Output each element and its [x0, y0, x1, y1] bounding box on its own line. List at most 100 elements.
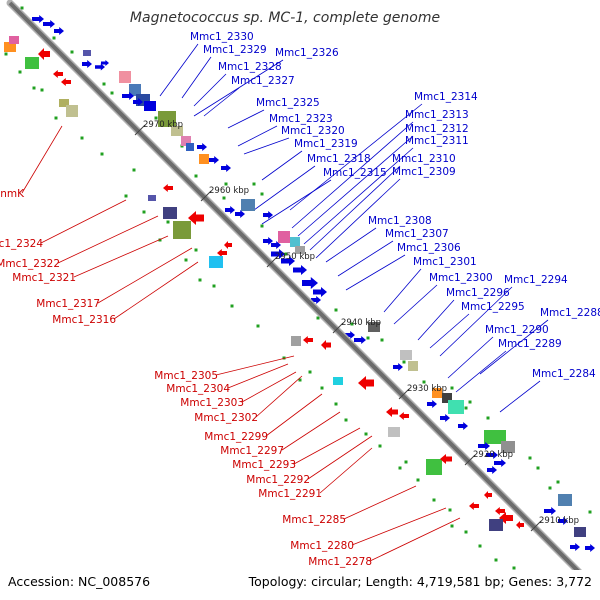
gene-arrow: [235, 210, 245, 218]
forward-gene-label: Mmc1_2308: [368, 215, 432, 227]
feature-dot: [588, 510, 592, 514]
gene-arrow: [43, 20, 55, 28]
gene-arrow: [38, 48, 50, 60]
feature-dot: [100, 152, 104, 156]
gene-arrow: [32, 15, 44, 23]
feature-dot: [494, 558, 498, 562]
gene-arrow: [494, 459, 506, 467]
gene-arrow: [478, 442, 490, 450]
gene-arrow: [61, 78, 71, 86]
feature-dot: [350, 322, 354, 326]
reverse-gene-label: Mmc1_2324: [0, 238, 43, 250]
reverse-leader: [293, 427, 361, 465]
gene-block: [59, 99, 69, 107]
tick-label: 2960 kbp: [209, 186, 249, 196]
reverse-gene-label: Mmc1_2321: [12, 272, 76, 284]
feature-dot: [432, 498, 436, 502]
feature-dot: [366, 336, 370, 340]
gene-block: [368, 322, 380, 332]
feature-dot: [284, 252, 288, 256]
gene-block: [501, 441, 515, 453]
feature-dot: [260, 224, 264, 228]
gene-block: [199, 154, 209, 164]
forward-gene-label: Mmc1_2307: [385, 228, 449, 240]
gene-arrow: [82, 60, 92, 68]
feature-dot: [252, 182, 256, 186]
reverse-leader: [57, 215, 159, 264]
gene-features: [4, 15, 595, 552]
feature-dot: [4, 52, 8, 56]
reverse-gene-label: anmK: [0, 188, 25, 200]
reverse-leader: [113, 261, 199, 320]
feature-dot: [450, 524, 454, 528]
forward-leader: [159, 43, 199, 97]
reverse-leader: [351, 507, 447, 546]
tick-mark: [464, 454, 476, 466]
gene-arrow: [293, 265, 307, 275]
forward-gene-label: Mmc1_2284: [532, 368, 596, 380]
feature-dot: [378, 444, 382, 448]
tick-label: 2950 kbp: [275, 252, 315, 262]
feature-dot: [198, 278, 202, 282]
reverse-leader: [215, 355, 295, 376]
gene-arrow: [303, 336, 313, 344]
forward-leader: [261, 150, 303, 181]
feature-dot: [154, 116, 158, 120]
feature-dot: [222, 196, 226, 200]
reverse-gene-label: Mmc1_2280: [290, 540, 354, 552]
forward-leader: [345, 254, 406, 291]
forward-leader: [297, 135, 414, 237]
gene-block: [171, 126, 183, 136]
tick-mark: [530, 520, 542, 532]
forward-gene-label: Mmc1_2328: [218, 61, 282, 73]
gene-block: [408, 361, 418, 371]
feature-dot: [40, 88, 44, 92]
reverse-leader: [307, 435, 373, 480]
gene-arrow: [321, 340, 331, 350]
feature-dot: [416, 478, 420, 482]
feature-dot: [448, 508, 452, 512]
forward-leader: [455, 350, 507, 393]
genome-backbone-core: [8, 1, 580, 570]
forward-gene-label: Mmc1_2320: [281, 125, 345, 137]
tick-mark: [332, 322, 344, 334]
gene-arrow: [271, 249, 285, 259]
reverse-leader: [21, 125, 63, 194]
gene-arrow: [495, 507, 505, 515]
forward-gene-label: Mmc1_2330: [190, 31, 254, 43]
gene-block: [388, 427, 400, 437]
reverse-gene-label: Mmc1_2291: [258, 488, 322, 500]
forward-leader: [303, 147, 414, 245]
tick-label: 2920 kbp: [473, 450, 513, 460]
gene-arrow: [163, 184, 173, 192]
gene-arrow: [484, 491, 492, 499]
gene-block: [66, 105, 78, 117]
forward-gene-label: Mmc1_2311: [405, 135, 469, 147]
gene-arrow: [225, 206, 235, 214]
reverse-gene-label: Mmc1_2293: [232, 459, 296, 471]
feature-dot: [166, 220, 170, 224]
gene-arrow: [263, 211, 273, 219]
tick-label: 2940 kbp: [341, 318, 381, 328]
reverse-gene-label: Mmc1_2285: [282, 514, 346, 526]
gene-block: [129, 84, 141, 96]
reverse-leader: [369, 517, 461, 562]
gene-arrow: [281, 256, 295, 266]
accession-text: Accession: NC_008576: [8, 574, 150, 589]
forward-leader: [261, 179, 332, 225]
forward-gene-label: Mmc1_2319: [294, 138, 358, 150]
feature-dot: [260, 192, 264, 196]
forward-gene-label: Mmc1_2309: [392, 166, 456, 178]
forward-leader: [499, 380, 541, 413]
gene-arrow: [122, 92, 134, 100]
forward-leader: [479, 319, 549, 375]
feature-dot: [344, 418, 348, 422]
reverse-leader: [319, 447, 373, 494]
feature-dot: [230, 304, 234, 308]
gene-block: [148, 195, 156, 201]
forward-gene-label: Mmc1_2312: [405, 123, 469, 135]
forward-gene-label: Mmc1_2314: [414, 91, 478, 103]
gene-arrow: [101, 60, 109, 66]
reverse-gene-label: Mmc1_2305: [154, 370, 218, 382]
